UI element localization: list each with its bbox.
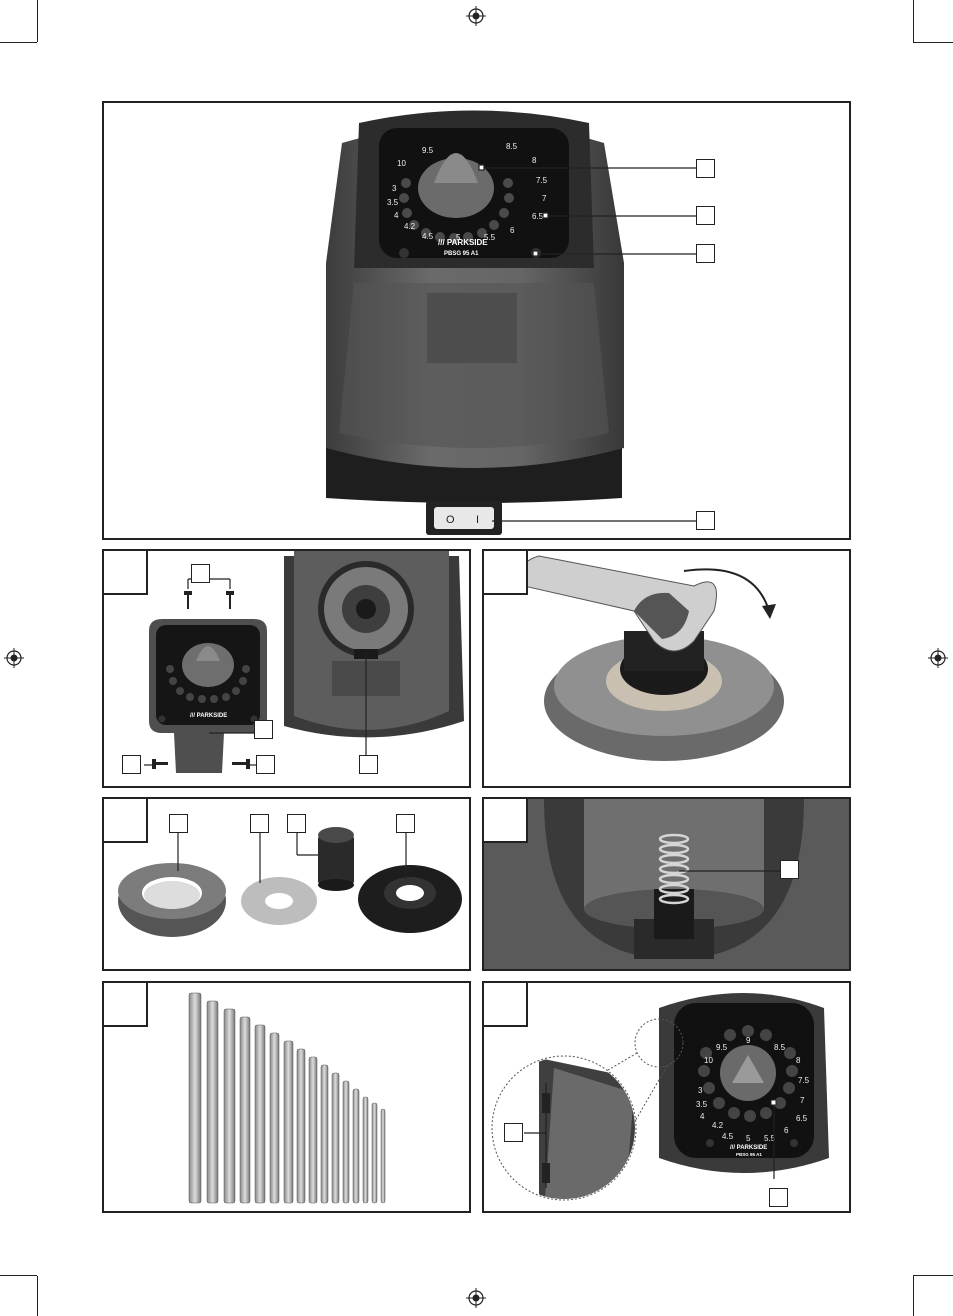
callout-box: [396, 814, 415, 833]
dial-number: 9.5: [716, 1043, 728, 1052]
registration-mark-icon: [4, 648, 24, 668]
callout-box: [256, 755, 275, 774]
figure-tab: [104, 551, 148, 595]
dial-number: 8.5: [506, 142, 518, 151]
dial-number: 4.2: [712, 1121, 724, 1130]
spring-illustration: [484, 799, 849, 969]
dial-number: 7: [800, 1096, 805, 1105]
callout-box: [504, 1123, 523, 1142]
drill-bits-illustration: [188, 992, 386, 1204]
callout-box: [287, 814, 306, 833]
callout-box: [769, 1188, 788, 1207]
dial-number: 4: [700, 1112, 705, 1121]
figure-main-device: 9.5 8.5 10 8 7.5 3 3.5 7 4 6.5 4.2 6 4.5…: [102, 101, 851, 540]
model-text: PBSG 95 A1: [736, 1152, 762, 1157]
callout-box: [780, 860, 799, 879]
figure-tab: [484, 799, 528, 843]
dial-number: 3.5: [696, 1100, 708, 1109]
callout-box: [169, 814, 188, 833]
dial-number: 3: [392, 184, 397, 193]
dial-number: 10: [704, 1056, 713, 1065]
crop-mark: [913, 1276, 914, 1316]
dial-number: 7.5: [798, 1076, 810, 1085]
callout-box: [250, 814, 269, 833]
figure-wrench: [482, 549, 851, 788]
dial-number: 10: [397, 159, 406, 168]
dial-number: 5.5: [484, 233, 496, 242]
dial-number: 8.5: [774, 1043, 786, 1052]
dial-number: 7.5: [536, 176, 548, 185]
dial-number: 3: [698, 1086, 703, 1095]
dial-number: 4.5: [722, 1132, 734, 1141]
dial-number: 9.5: [422, 146, 434, 155]
dial-number: 6: [510, 226, 515, 235]
dial-number: 7: [542, 194, 547, 203]
registration-mark-icon: [466, 1288, 486, 1308]
crop-mark: [0, 1275, 37, 1276]
wrench-illustration: [520, 555, 784, 761]
dial-number: 5: [456, 233, 461, 242]
crop-mark: [913, 1275, 953, 1276]
callout-box: [696, 244, 715, 263]
callout-box: [254, 720, 273, 739]
model-text: PBSG 95 A1: [444, 251, 479, 257]
brand-logo-text: /// PARKSIDE: [730, 1145, 767, 1151]
top-view-illustration: 9.5 9 8.5 10 8 7.5 3 7 3.5 6.5 4 4.2 6 4…: [491, 993, 829, 1201]
dial-number: 4.5: [422, 232, 434, 241]
callout-box: [122, 755, 141, 774]
figure-tab: [484, 551, 528, 595]
callout-box: [191, 564, 210, 583]
figure-top-view: 9.5 9 8.5 10 8 7.5 3 7 3.5 6.5 4 4.2 6 4…: [482, 981, 851, 1213]
dial-number: 5.5: [764, 1134, 776, 1143]
figure-spring: [482, 797, 851, 971]
registration-mark-icon: [928, 648, 948, 668]
parts-illustration: [118, 827, 462, 937]
figure-parts: [102, 797, 471, 971]
registration-mark-icon: [466, 6, 486, 26]
dial-number: 3.5: [387, 198, 399, 207]
disassembly-illustration: /// PARKSIDE: [144, 551, 464, 773]
dial-number: 6.5: [532, 212, 544, 221]
switch-on-label: I: [476, 514, 479, 526]
dial-number: 5: [746, 1134, 751, 1143]
callout-box: [696, 511, 715, 530]
crop-mark: [37, 0, 38, 42]
crop-mark: [913, 42, 953, 43]
dial-number: 4.2: [404, 222, 416, 231]
dial-number: 6: [784, 1126, 789, 1135]
crop-mark: [0, 42, 37, 43]
figure-tab: [484, 983, 528, 1027]
brand-logo-text: /// PARKSIDE: [190, 713, 227, 719]
figure-tab: [104, 799, 148, 843]
crop-mark: [37, 1276, 38, 1316]
dial-number: 4: [394, 211, 399, 220]
dial-number: 8: [532, 156, 537, 165]
callout-box: [696, 206, 715, 225]
dial-number: 6.5: [796, 1114, 808, 1123]
figure-drill-bits: [102, 981, 471, 1213]
crop-mark: [913, 0, 914, 42]
brand-logo-text: /// PARKSIDE: [438, 238, 488, 247]
callout-box: [359, 755, 378, 774]
device-illustration: 9.5 8.5 10 8 7.5 3 3.5 7 4 6.5 4.2 6 4.5…: [326, 110, 696, 535]
figure-tab: [104, 983, 148, 1027]
dial-number: 8: [796, 1056, 801, 1065]
dial-number: 9: [746, 1036, 751, 1045]
switch-off-label: O: [446, 514, 455, 526]
callout-box: [696, 159, 715, 178]
figure-disassembly: /// PARKSIDE: [102, 549, 471, 788]
